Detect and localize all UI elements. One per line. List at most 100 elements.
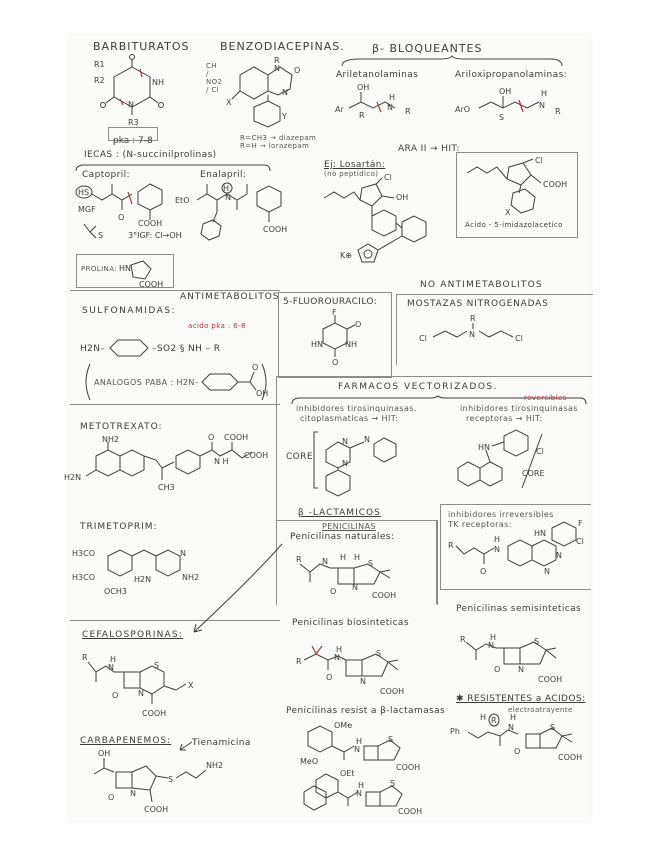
svg-text:H: H	[110, 655, 116, 664]
svg-text:H: H	[340, 553, 346, 562]
sulfonamidas-title: SULFONAMIDAS:	[82, 306, 177, 316]
svg-text:NH: NH	[152, 78, 164, 87]
no-antimetabolitos-title: NO ANTIMETABOLITOS	[420, 280, 543, 290]
trimetoprim-title: TRIMETOPRIM:	[80, 522, 158, 532]
svg-text:N: N	[354, 745, 360, 754]
svg-text:X: X	[505, 208, 511, 217]
svg-text:O: O	[355, 320, 361, 329]
svg-text:O: O	[494, 665, 500, 674]
receptoras-line2: receptoras → HIT:	[466, 414, 543, 423]
svg-text:R: R	[359, 111, 365, 120]
svg-text:COOH: COOH	[558, 753, 582, 762]
svg-text:N: N	[494, 545, 500, 554]
svg-text:O: O	[514, 747, 520, 756]
svg-text:Cl: Cl	[535, 156, 543, 165]
svg-text:R2: R2	[94, 76, 105, 85]
svg-text:COOH: COOH	[543, 180, 567, 189]
svg-text:COOH: COOH	[263, 225, 287, 234]
divider-vertical	[436, 520, 437, 604]
ariloxipropanolaminas-title: Ariloxipropanolaminas:	[455, 70, 568, 80]
divider	[70, 620, 280, 621]
svg-text:S: S	[388, 735, 393, 744]
svg-text:N: N	[342, 459, 348, 468]
tienamicina-arrow	[179, 741, 193, 751]
svg-text:N: N	[356, 789, 362, 798]
fluorouracilo-title: 5-FLUOROURACILO:	[283, 297, 378, 307]
paba-structure: OOH	[201, 363, 268, 398]
svg-text:N: N	[539, 101, 545, 110]
benzene-ring	[109, 339, 149, 357]
svg-text:S: S	[390, 779, 395, 788]
citoplasmaticas-core-label: CORE	[286, 452, 313, 462]
svg-text:HS: HS	[78, 188, 89, 197]
farmacos-vectorizados-title: FARMACOS VECTORIZADOS.	[338, 382, 498, 392]
penicilinas-naturales-title: Penicilinas naturales:	[290, 532, 395, 542]
svg-text:H2N: H2N	[64, 473, 81, 482]
svg-text:Cl: Cl	[384, 173, 392, 182]
barbituratos-pka: pka : 7-8	[113, 136, 153, 146]
svg-text:NH2: NH2	[102, 435, 119, 444]
svg-text:N: N	[364, 435, 370, 444]
iecas-title: IECAS : (N-succinilprolinas)	[84, 150, 217, 160]
svg-text:S: S	[550, 723, 555, 732]
svg-text:R: R	[405, 107, 411, 116]
svg-text:HN: HN	[119, 264, 131, 273]
analogos-parenthesis	[85, 363, 267, 401]
svg-text:NH: NH	[345, 340, 357, 349]
svg-text:COOH: COOH	[139, 280, 163, 289]
svg-text:COOH: COOH	[144, 805, 168, 814]
svg-text:3°IGF: Cl→OH: 3°IGF: Cl→OH	[128, 231, 182, 240]
svg-text:R: R	[82, 653, 88, 662]
svg-text:N: N	[130, 789, 136, 798]
svg-text:MeO: MeO	[300, 757, 318, 766]
enalapril-title: Enalapril:	[200, 170, 247, 180]
svg-text:H: H	[223, 184, 229, 193]
svg-text:N: N	[128, 100, 134, 109]
svg-text:H: H	[354, 553, 360, 562]
svg-text:S: S	[368, 559, 373, 568]
metotrexato-title: METOTREXATO:	[80, 422, 163, 432]
arrow-to-cefalosporinas	[193, 543, 283, 633]
svg-text:Cl: Cl	[576, 537, 584, 546]
svg-text:O: O	[208, 433, 214, 442]
benzodiacepinas-note-2: R=H → lorazepam	[240, 142, 310, 150]
citoplasmaticas-line2: citoplasmaticas → HIT:	[300, 414, 399, 423]
svg-text:X: X	[226, 98, 232, 107]
penicilinas-semisinteticas-title: Penicilinas semisinteticas	[456, 604, 582, 614]
notes-sheet	[68, 36, 590, 820]
svg-text:N: N	[342, 437, 348, 446]
svg-text:OCH3: OCH3	[104, 587, 127, 596]
svg-text:N: N	[488, 641, 494, 650]
svg-text:R: R	[470, 314, 476, 323]
imatinib-core-structure: N N N	[313, 431, 397, 497]
svg-text:R: R	[448, 541, 454, 550]
svg-text:NH2: NH2	[182, 573, 199, 582]
svg-text:H: H	[336, 645, 342, 654]
sulfonamida-formula-left: H2N–	[80, 344, 106, 354]
svg-text:COOH: COOH	[398, 807, 422, 816]
cefalosporinas-title: CEFALOSPORINAS:	[82, 630, 184, 640]
svg-text:OH: OH	[98, 749, 110, 758]
svg-text:Ar: Ar	[335, 105, 344, 114]
svg-text:CH3: CH3	[158, 483, 175, 492]
svg-text:COOH: COOH	[142, 709, 166, 718]
losartan-example-title: Ej: Losartán:	[324, 160, 386, 170]
penicilinas-naturales-box	[276, 520, 438, 605]
